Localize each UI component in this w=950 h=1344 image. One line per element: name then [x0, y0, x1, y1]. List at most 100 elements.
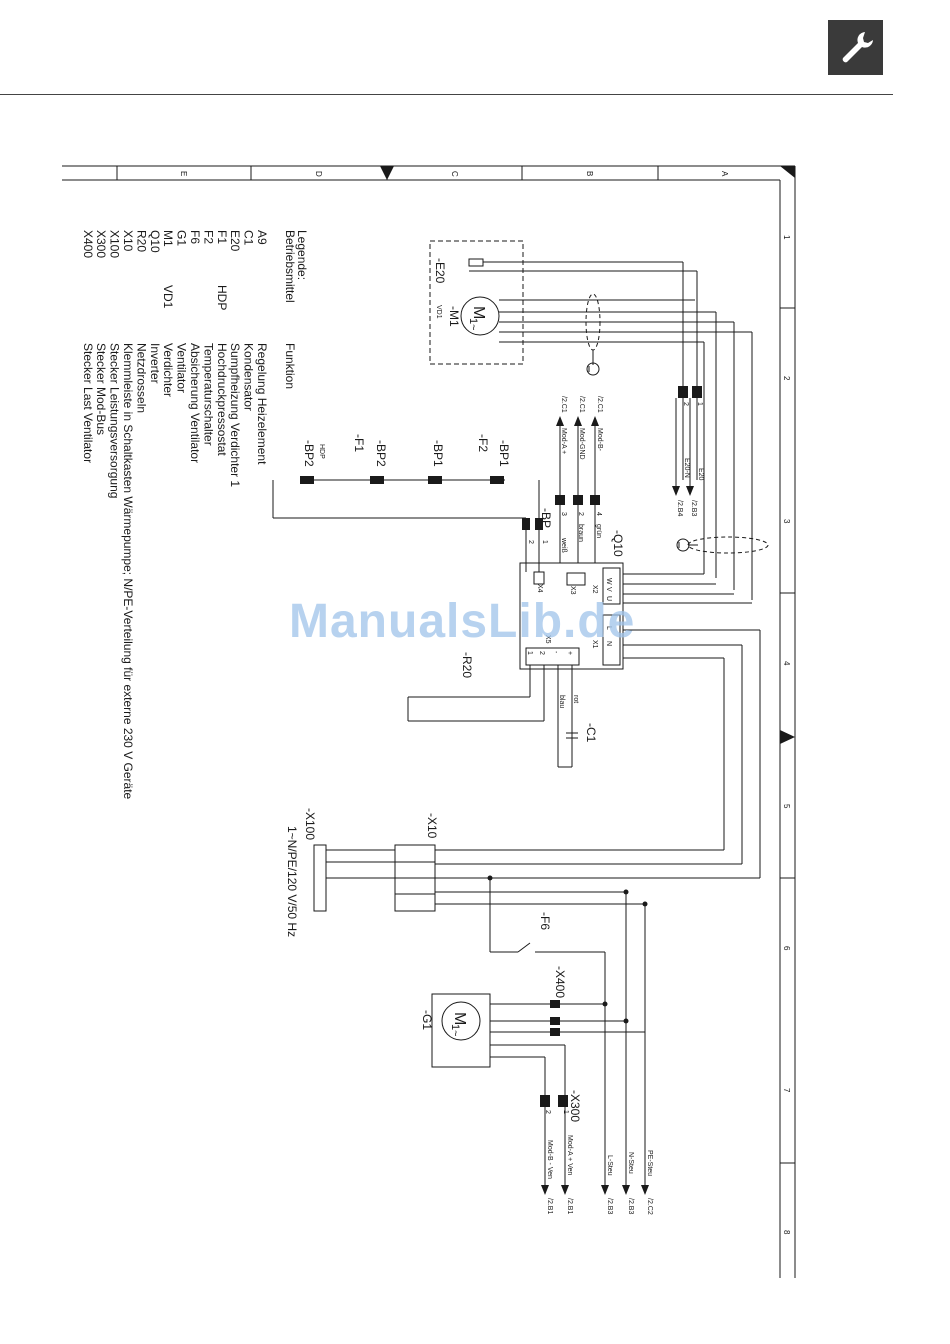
label-g1: -G1	[420, 1010, 434, 1030]
sig-e20: E20	[697, 468, 704, 481]
row-label-7: 7	[782, 1088, 791, 1093]
legend-function: Sumpfheizung Verdichter 1	[228, 343, 242, 487]
label-x10: -X10	[425, 813, 439, 839]
sig-moda-ven: Mod-A + Ven	[566, 1135, 573, 1175]
bp-pin-2: 2	[527, 540, 534, 544]
wire-weiss: weiß	[560, 537, 567, 553]
label-m1: -M1	[447, 306, 461, 327]
legend-function: Ventilator	[175, 343, 189, 393]
wire-pin2: 2	[577, 512, 584, 516]
label-x300: -X300	[568, 1090, 582, 1122]
legend-function: Stecker Leistungsversorgung	[108, 343, 122, 498]
legend-code: X10	[121, 230, 135, 252]
wire-gruen: grün	[595, 524, 602, 538]
sig-mod-b: Mod-B-	[596, 428, 603, 452]
legend-code: E20	[228, 230, 242, 252]
ref-2b3-c: /2.B3	[606, 1198, 613, 1214]
sig-pe-steu: PE-Steu	[646, 1150, 653, 1176]
legend-title: Legende:	[295, 230, 309, 280]
e20-pin1: 1	[696, 402, 703, 406]
label-e20: -E20	[433, 258, 447, 284]
wire-rot: rot	[572, 695, 579, 703]
sig-e20-n: E20-N	[683, 458, 690, 478]
label-r20: -R20	[460, 652, 474, 678]
legend-code: R20	[134, 230, 148, 252]
ref-2c1-c: /2.C1	[560, 396, 567, 413]
legend-function: Hochdruckpressostat	[215, 343, 229, 456]
ref-2c1-b: /2.C1	[578, 396, 585, 413]
row-label-5: 5	[782, 804, 791, 809]
q10-x1-label: X1	[591, 640, 598, 649]
q10-x5-label: X5	[544, 635, 551, 644]
x2-pin-w: W	[605, 578, 612, 585]
label-x100: -X100	[303, 808, 317, 840]
ref-2b4: /2.B4	[676, 500, 683, 516]
label-f2: -F2	[476, 434, 490, 452]
legend-function: Klemmleiste in Schaltkasten Wärmepumpe; …	[121, 343, 135, 800]
e20-pin2: 2	[682, 402, 689, 406]
legend-code: M1	[161, 230, 175, 247]
sig-n-steu: N-Steu	[627, 1152, 634, 1174]
wrench-icon	[828, 20, 883, 75]
legend-code: X400	[81, 230, 95, 258]
frame-marker	[380, 166, 394, 180]
bp-pin-1: 1	[541, 540, 548, 544]
x5-pin-1: 1	[526, 651, 533, 655]
legend-function: Stecker Mod-Bus	[94, 343, 108, 435]
legend-code: F1	[215, 230, 229, 244]
wire-pin4: 4	[595, 512, 602, 516]
q10-x3-label: X3	[569, 586, 576, 595]
legend-function: Stecker Last Ventilator	[81, 343, 95, 463]
label-bp2-a: -BP2	[374, 440, 388, 467]
legend-code: C1	[242, 230, 256, 246]
label-m1-phase: 1~	[467, 318, 479, 331]
ref-2b3-b: /2.B3	[627, 1198, 634, 1214]
legend-code: G1	[175, 230, 189, 246]
legend-code: X100	[108, 230, 122, 258]
col-label-c: C	[450, 171, 459, 177]
ref-2c1-a: /2.C1	[596, 396, 603, 413]
wire-blau: blau	[558, 695, 565, 708]
legend-code: A9	[255, 230, 269, 245]
sig-modb-ven: Mod-B - Ven	[546, 1140, 553, 1179]
label-g1-sym: M	[451, 1012, 468, 1025]
x1-pin-n: N	[605, 641, 612, 646]
legend-subtitle: Betriebsmittel	[283, 230, 297, 303]
label-q10: -Q10	[611, 530, 625, 557]
q10-x4-label: X4	[536, 584, 543, 593]
label-f1: -F1	[352, 434, 366, 452]
sig-mod-gnd: Mod-GND	[578, 428, 585, 460]
ref-2b1-b: /2.B1	[546, 1198, 553, 1214]
x5-pin-minus: -	[552, 651, 559, 654]
sig-mod-a: Mod-A +	[560, 428, 567, 454]
label-x100-supply: 1~N/PE/120 V/50 Hz	[285, 826, 299, 937]
label-bp2-b: -BP2	[302, 440, 316, 467]
label-c1: -C1	[584, 723, 598, 743]
x300-pin2: 2	[544, 1110, 551, 1114]
label-g1-phase: 1~	[449, 1024, 461, 1037]
x1-pin-l: L	[605, 626, 612, 630]
x5-pin-2: 2	[538, 651, 545, 655]
ref-2c2: /2.C2	[646, 1198, 653, 1215]
col-label-a: A	[720, 171, 729, 177]
row-label-1: 1	[782, 235, 791, 240]
legend-function: Regelung Heizelement	[255, 343, 269, 465]
col-label-d: D	[314, 171, 323, 177]
col-label-e: E	[179, 171, 188, 176]
legend-code: F2	[201, 230, 215, 244]
sig-l-steu: L-Steu	[606, 1155, 613, 1176]
legend-function: Absicherung Ventilator	[188, 343, 202, 463]
label-f6: -F6	[538, 912, 552, 930]
row-label-6: 6	[782, 946, 791, 951]
legend-function: Kondensator	[242, 343, 256, 411]
ref-2b3: /2.B3	[690, 500, 697, 516]
q10-x2-label: X2	[591, 585, 598, 594]
x2-pin-u: U	[605, 596, 612, 601]
wire-braun: braun	[577, 524, 584, 542]
label-bp: -BP	[539, 508, 553, 528]
row-label-2: 2	[782, 376, 791, 381]
row-label-3: 3	[782, 519, 791, 524]
legend-code: X300	[94, 230, 108, 258]
legend-ref: HDP	[215, 285, 229, 310]
